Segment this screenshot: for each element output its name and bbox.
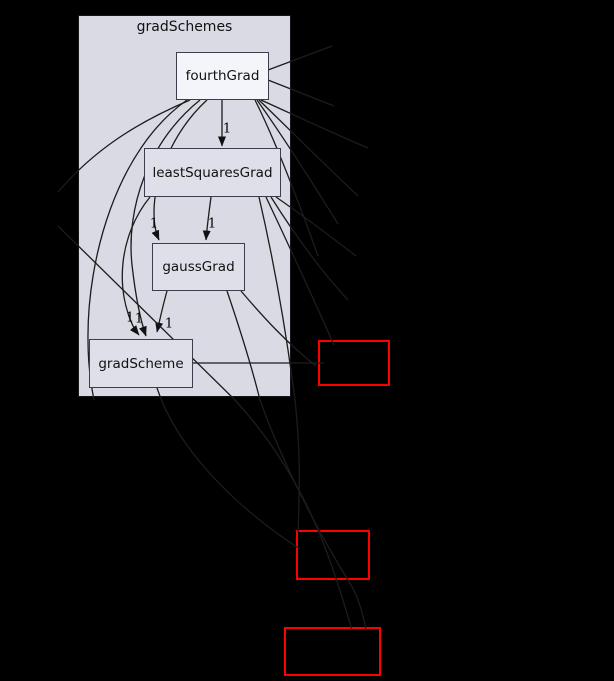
node-gradScheme[interactable]: gradScheme	[89, 339, 193, 388]
edge-external-right-9	[265, 196, 335, 346]
edge-external-right-3	[260, 99, 369, 149]
edge-fourthGrad-gaussGrad	[151, 99, 208, 241]
edge-gaussGrad-gradScheme	[155, 290, 168, 333]
edge-fourthGrad-gradScheme	[130, 99, 201, 337]
node-gradScheme-label: gradScheme	[98, 355, 184, 372]
edge-label-fourthGrad-gradScheme: 1	[125, 310, 135, 326]
edge-external-down-3	[240, 290, 317, 367]
edge-external-right-8	[270, 196, 349, 301]
edge-external-down-2	[226, 290, 367, 631]
edge-label-leastSquaresGrad-gradScheme: 1	[134, 311, 144, 327]
edge-external-down-1	[258, 196, 300, 533]
edge-external-right-6	[254, 99, 319, 257]
edge-external-right-1	[267, 45, 333, 71]
node-leastSquaresGrad[interactable]: leastSquaresGrad	[144, 148, 281, 197]
edge-label-fourthGrad-gaussGrad: 1	[149, 216, 159, 232]
edge-leastSquaresGrad-gradScheme	[121, 196, 151, 336]
node-gaussGrad-label: gaussGrad	[162, 259, 235, 275]
edge-label-gaussGrad-gradScheme: 1	[164, 316, 174, 332]
edge-label-fourthGrad-leastSquaresGrad: 1	[222, 121, 232, 137]
edge-external-right-2	[267, 79, 335, 107]
edge-external-left-1	[57, 99, 191, 193]
edge-label-leastSquaresGrad-gaussGrad: 1	[207, 216, 217, 232]
edge-external-right-4	[258, 99, 359, 197]
node-gaussGrad[interactable]: gaussGrad	[152, 243, 245, 291]
edge-external-right-5	[256, 99, 339, 225]
cluster-title[interactable]: gradSchemes	[136, 19, 233, 35]
external-node-2[interactable]	[296, 530, 370, 580]
node-fourthGrad-label: fourthGrad	[185, 68, 260, 84]
node-fourthGrad[interactable]: fourthGrad	[176, 52, 269, 100]
edge-leastSquaresGrad-gaussGrad	[202, 196, 212, 241]
edge-external-cross-1	[57, 225, 353, 631]
node-leastSquaresGrad-label: leastSquaresGrad	[152, 164, 273, 181]
edge-external-right-7	[275, 196, 357, 257]
edge-external-down-4	[156, 387, 301, 550]
external-node-3[interactable]	[284, 627, 381, 676]
